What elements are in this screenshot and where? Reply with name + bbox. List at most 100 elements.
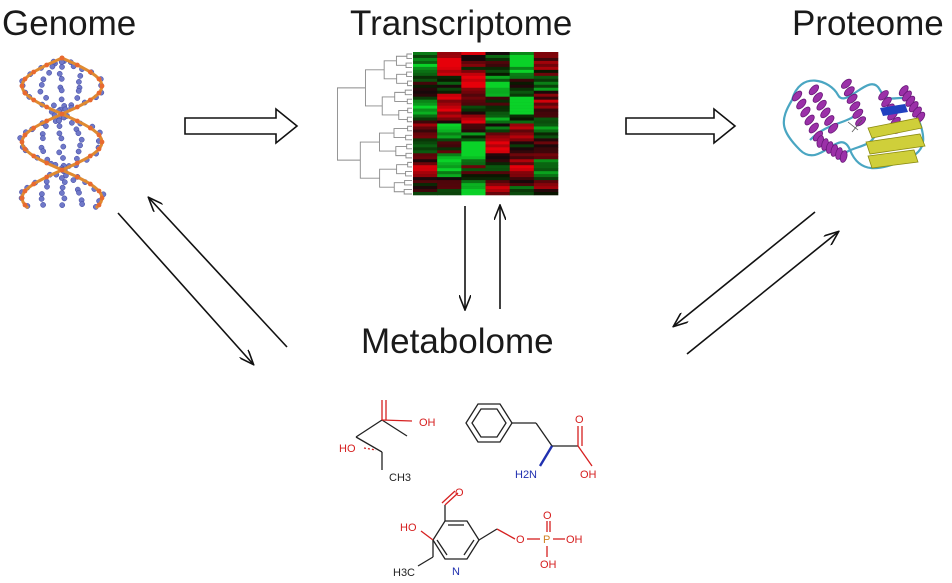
- heatmap-cell: [413, 153, 438, 157]
- dendrogram-branch: [405, 152, 412, 159]
- heatmap-cell: [437, 147, 462, 151]
- dna-backbone-atom: [44, 174, 50, 180]
- heatmap-cell: [413, 168, 438, 172]
- heatmap-cell: [413, 159, 438, 163]
- dna-backbone-atom: [19, 139, 25, 145]
- heatmap-cell: [485, 174, 510, 178]
- heatmap-cell: [461, 126, 486, 130]
- heatmap-cell: [437, 165, 462, 169]
- heatmap-cell: [485, 96, 510, 100]
- dna-backbone-atom: [87, 125, 93, 131]
- heatmap-cell: [485, 153, 510, 157]
- dendrogram-branch: [383, 60, 397, 80]
- dna-backbone-atom: [59, 111, 65, 117]
- heatmap-cell: [485, 123, 510, 127]
- heatmap-cell: [509, 189, 535, 193]
- heatmap-cell: [437, 78, 462, 83]
- dna-base-atom: [38, 196, 45, 202]
- heatmap-cell: [509, 177, 535, 181]
- dna-backbone-atom: [96, 146, 102, 152]
- heatmap-cell: [485, 69, 510, 74]
- dendrogram-branch: [336, 87, 366, 161]
- heatmap-cell: [437, 168, 462, 172]
- dendrogram-branch: [405, 170, 412, 177]
- heatmap-cell: [413, 63, 438, 68]
- heatmap-cell: [461, 138, 486, 142]
- dna-backbone-atom: [44, 62, 50, 68]
- pyridoxal-phosphate-structure: [417, 490, 565, 567]
- heatmap-cell: [533, 132, 559, 136]
- heatmap-cell: [509, 192, 535, 196]
- dna-base-atom: [76, 189, 82, 196]
- transcriptome-to-proteome-arrow: [625, 107, 737, 145]
- heatmap-cell: [533, 156, 559, 160]
- heatmap-cell: [533, 183, 559, 187]
- heatmap-cell: [413, 189, 438, 193]
- alpha-helix-turn: [792, 90, 803, 102]
- heatmap-cell: [533, 117, 559, 121]
- heatmap-cell: [509, 105, 535, 109]
- dendrogram-branch: [406, 53, 412, 59]
- heatmap-cell: [413, 96, 438, 100]
- heatmap-cell: [461, 165, 486, 169]
- heatmap-cell: [461, 180, 486, 184]
- heatmap-cell: [509, 69, 535, 74]
- heatmap-cell: [533, 159, 559, 163]
- heatmap-cell: [437, 99, 462, 103]
- heatmap-cell: [485, 87, 510, 92]
- heatmap-cell: [485, 111, 510, 115]
- dna-base-atom: [37, 88, 44, 95]
- alpha-helix-turn: [843, 86, 855, 97]
- heatmap-cell: [461, 84, 486, 89]
- heatmap-cell: [533, 186, 559, 190]
- heatmap-cell: [437, 117, 462, 121]
- dna-base-atom: [49, 63, 56, 70]
- alpha-helix-turn: [800, 106, 811, 118]
- plp-oh-label: HO: [400, 522, 417, 534]
- dna-base-atom: [43, 94, 49, 101]
- dna-backbone-atom: [87, 153, 93, 159]
- dna-base-atom: [79, 201, 85, 207]
- heatmap-cell: [533, 102, 559, 106]
- dna-base-atom: [56, 70, 63, 77]
- heatmap-cell: [413, 138, 438, 142]
- dna-backbone-atom: [74, 118, 80, 124]
- heatmap-cell: [509, 120, 535, 124]
- heatmap-cell: [509, 78, 535, 83]
- heatmap-cell: [509, 153, 535, 157]
- heatmap-cell: [437, 159, 462, 163]
- heatmap-cell: [437, 105, 462, 109]
- dendrogram-branch: [396, 73, 408, 84]
- dendrogram-branch: [406, 143, 412, 150]
- heatmap-cell: [461, 105, 486, 109]
- dna-base-atom: [56, 130, 63, 137]
- heatmap-cell: [437, 192, 462, 196]
- heatmap-cell: [461, 156, 486, 160]
- heatmap-cell: [533, 52, 559, 56]
- heatmap-cell: [509, 141, 535, 145]
- heatmap-cell: [437, 177, 462, 181]
- alpha-helix-turn: [827, 122, 839, 134]
- heatmap-cell: [413, 126, 438, 130]
- heatmap-cell: [461, 189, 486, 193]
- heatmap-cell: [533, 108, 559, 112]
- dna-base-atom: [43, 178, 50, 185]
- dendrogram-branch: [404, 180, 412, 186]
- heatmap-cell: [461, 129, 486, 133]
- dna-base-atom: [58, 135, 65, 142]
- heatmap-cell: [461, 90, 486, 95]
- dendrogram: [336, 53, 412, 195]
- dendrogram-branch: [394, 91, 408, 102]
- heatmap-cell: [485, 171, 510, 175]
- heatmap-cell: [461, 192, 486, 196]
- heatmap-cell: [413, 69, 438, 74]
- dna-base-atom: [56, 123, 63, 129]
- heatmap-cell: [533, 81, 559, 86]
- heatmap-cell: [485, 177, 510, 181]
- heatmap-cell: [437, 171, 462, 175]
- heatmap-cell: [533, 99, 559, 103]
- alpha-helix-turn: [808, 122, 819, 134]
- heatmap-cell: [461, 60, 486, 65]
- heatmap-cell: [485, 63, 510, 68]
- heatmap-cell: [413, 52, 438, 56]
